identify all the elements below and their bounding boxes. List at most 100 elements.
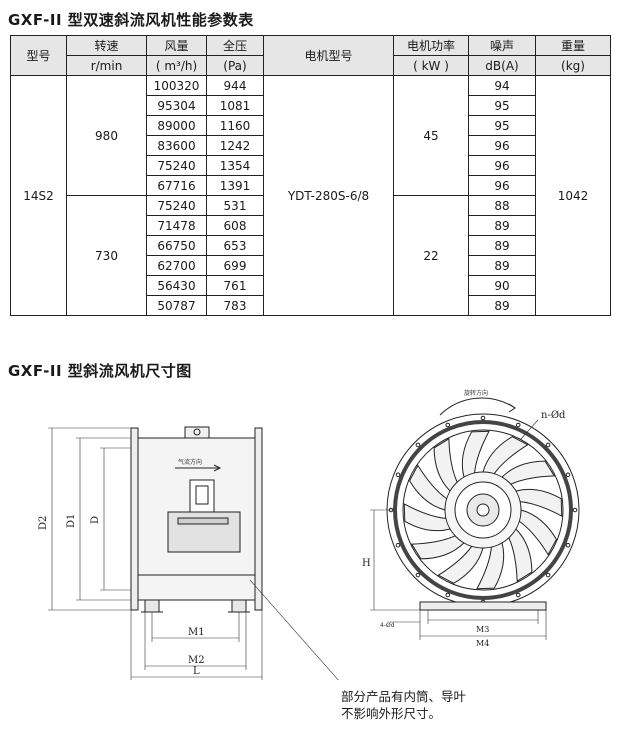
- header-airflow: 风量: [146, 35, 207, 56]
- pressure-cell: 761: [206, 275, 264, 296]
- dim-d1-label: D1: [66, 514, 77, 528]
- dim-m4-label: M4: [476, 639, 489, 648]
- noise-cell: 94: [468, 75, 536, 96]
- impeller-blade: [501, 460, 556, 485]
- outlet-flange: [254, 427, 263, 611]
- inlet-flange: [130, 427, 139, 611]
- bolt-hole: [515, 592, 521, 598]
- airflow-cell: 67716: [146, 175, 207, 196]
- header-power: 电机功率: [393, 35, 469, 56]
- right-foot: [231, 599, 247, 613]
- header-power-unit: ( kW ): [393, 55, 469, 76]
- impeller-blade: [433, 437, 458, 492]
- pressure-cell: 1081: [206, 95, 264, 116]
- pressure-cell: 1242: [206, 135, 264, 156]
- bolt-hole: [445, 592, 451, 598]
- noise-cell: 89: [468, 235, 536, 256]
- airflow-cell: 50787: [146, 295, 207, 316]
- speed-cell: 730: [66, 195, 147, 316]
- dim-m2-label: M2: [188, 655, 205, 666]
- bolt-hole: [395, 472, 401, 478]
- noise-cell: 89: [468, 295, 536, 316]
- base-plate: [419, 601, 547, 611]
- dim-l-label: L: [193, 666, 200, 677]
- pressure-cell: 1160: [206, 115, 264, 136]
- airflow-cell: 66750: [146, 235, 207, 256]
- pressure-cell: 608: [206, 215, 264, 236]
- header-motor: 电机型号: [263, 35, 394, 76]
- noise-cell: 96: [468, 175, 536, 196]
- noise-cell: 96: [468, 155, 536, 176]
- pressure-cell: 783: [206, 295, 264, 316]
- note: 部分产品有内筒、导叶 不影响外形尺寸。: [341, 688, 466, 722]
- impeller-blade: [410, 535, 465, 560]
- pressure-cell: 1354: [206, 155, 264, 176]
- power-cell: 45: [393, 75, 469, 196]
- pressure-cell: 699: [206, 255, 264, 276]
- drawing-title: GXF-II 型斜流风机尺寸图: [8, 362, 192, 380]
- impeller-blade: [437, 545, 484, 584]
- impeller-blade: [508, 528, 533, 583]
- header-pressure: 全压: [206, 35, 264, 56]
- side-dimensions: [48, 427, 339, 680]
- impeller-blade: [461, 430, 490, 478]
- noise-cell: 90: [468, 275, 536, 296]
- header-noise: 噪声: [468, 35, 536, 56]
- front-view: [386, 397, 580, 611]
- bolt-hole: [415, 442, 421, 448]
- bolt-hole: [545, 442, 551, 448]
- header-weight-unit: (kg): [535, 55, 611, 76]
- dim-h-label: H: [362, 558, 371, 569]
- bolt-hole: [565, 472, 571, 478]
- impeller-blade: [518, 509, 557, 556]
- airflow-cell: 89000: [146, 115, 207, 136]
- bolt-hole: [515, 422, 521, 428]
- dim-d2-label: D2: [38, 516, 49, 530]
- impeller-blade: [409, 464, 448, 511]
- dim-m1-label: M1: [188, 627, 205, 638]
- impeller-blade: [482, 436, 529, 475]
- noise-cell: 96: [468, 135, 536, 156]
- weight-cell: 1042: [535, 75, 611, 316]
- base-holes-label: 4-Ød: [380, 622, 395, 629]
- performance-table: 型号 转速 风量 全压 电机型号 电机功率 噪声 重量 r/min ( m³/h…: [10, 35, 611, 316]
- header-model: 型号: [10, 35, 67, 76]
- table-title: GXF-II 型双速斜流风机性能参数表: [8, 11, 254, 29]
- note-line-1: 部分产品有内筒、导叶: [341, 689, 467, 704]
- noise-cell: 88: [468, 195, 536, 216]
- header-speed-unit: r/min: [66, 55, 147, 76]
- airflow-cell: 83600: [146, 135, 207, 156]
- power-cell: 22: [393, 195, 469, 316]
- front-dimensions: [370, 509, 547, 640]
- junction-box: [184, 426, 210, 439]
- header-airflow-unit: ( m³/h): [146, 55, 207, 76]
- pressure-cell: 653: [206, 235, 264, 256]
- airflow-cell: 75240: [146, 195, 207, 216]
- speed-cell: 980: [66, 75, 147, 196]
- bolt-hole: [572, 507, 578, 513]
- impeller-blade: [476, 542, 505, 590]
- bolt-hole: [395, 542, 401, 548]
- airflow-cell: 95304: [146, 95, 207, 116]
- dim-d-label: D: [90, 516, 101, 524]
- left-foot: [144, 599, 160, 613]
- noise-cell: 95: [468, 95, 536, 116]
- model-cell: 14S2: [10, 75, 67, 316]
- fan-dimension-drawing: 气流方向 D2 D1 D M1 M2 L: [38, 389, 580, 680]
- bolt-hole: [545, 572, 551, 578]
- header-noise-unit: dB(A): [468, 55, 536, 76]
- impeller-blades: [403, 430, 563, 590]
- bolt-hole: [565, 542, 571, 548]
- header-speed: 转速: [66, 35, 147, 56]
- noise-cell: 95: [468, 115, 536, 136]
- impeller-blade: [515, 488, 563, 517]
- pressure-cell: 1391: [206, 175, 264, 196]
